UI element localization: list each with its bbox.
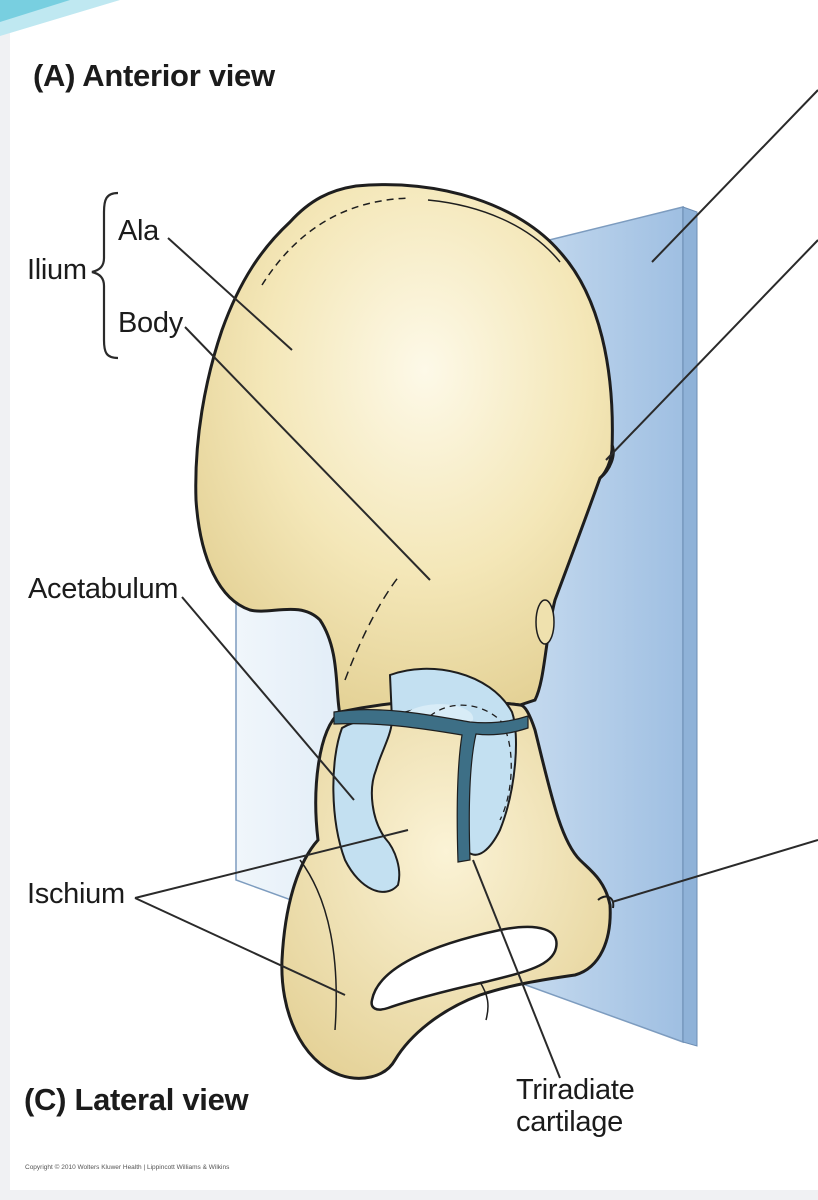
- triradiate-label-line1: Triradiate: [516, 1074, 635, 1106]
- leader-triradiate: [472, 859, 561, 1079]
- leader-ischium-upper: [134, 829, 409, 899]
- triradiate-cartilage-label: Triradiate cartilage: [516, 1074, 635, 1139]
- ilium-brace: [91, 191, 119, 360]
- leader-ischium-lower: [134, 897, 346, 996]
- ilium-label: Ilium: [27, 254, 87, 286]
- acetabulum-label: Acetabulum: [28, 573, 179, 605]
- copyright-notice: Copyright © 2010 Wolters Kluwer Health |…: [25, 1164, 230, 1171]
- leader-ala: [167, 237, 293, 351]
- leader-right-middle: [605, 239, 818, 461]
- leader-right-bottom: [611, 839, 818, 903]
- corner-accent: [0, 0, 120, 36]
- anterior-view-heading: (A) Anterior view: [33, 58, 275, 93]
- leader-acetabulum: [181, 596, 355, 801]
- leader-lines: [134, 89, 818, 1079]
- triradiate-label-line2: cartilage: [516, 1106, 623, 1139]
- hip-bone: [194, 183, 615, 1080]
- body-label: Body: [118, 307, 183, 339]
- ischium-label: Ischium: [27, 878, 125, 910]
- leader-right-top: [651, 89, 818, 263]
- lateral-view-heading: (C) Lateral view: [24, 1082, 249, 1117]
- leader-body: [184, 326, 431, 581]
- ala-label: Ala: [118, 215, 160, 247]
